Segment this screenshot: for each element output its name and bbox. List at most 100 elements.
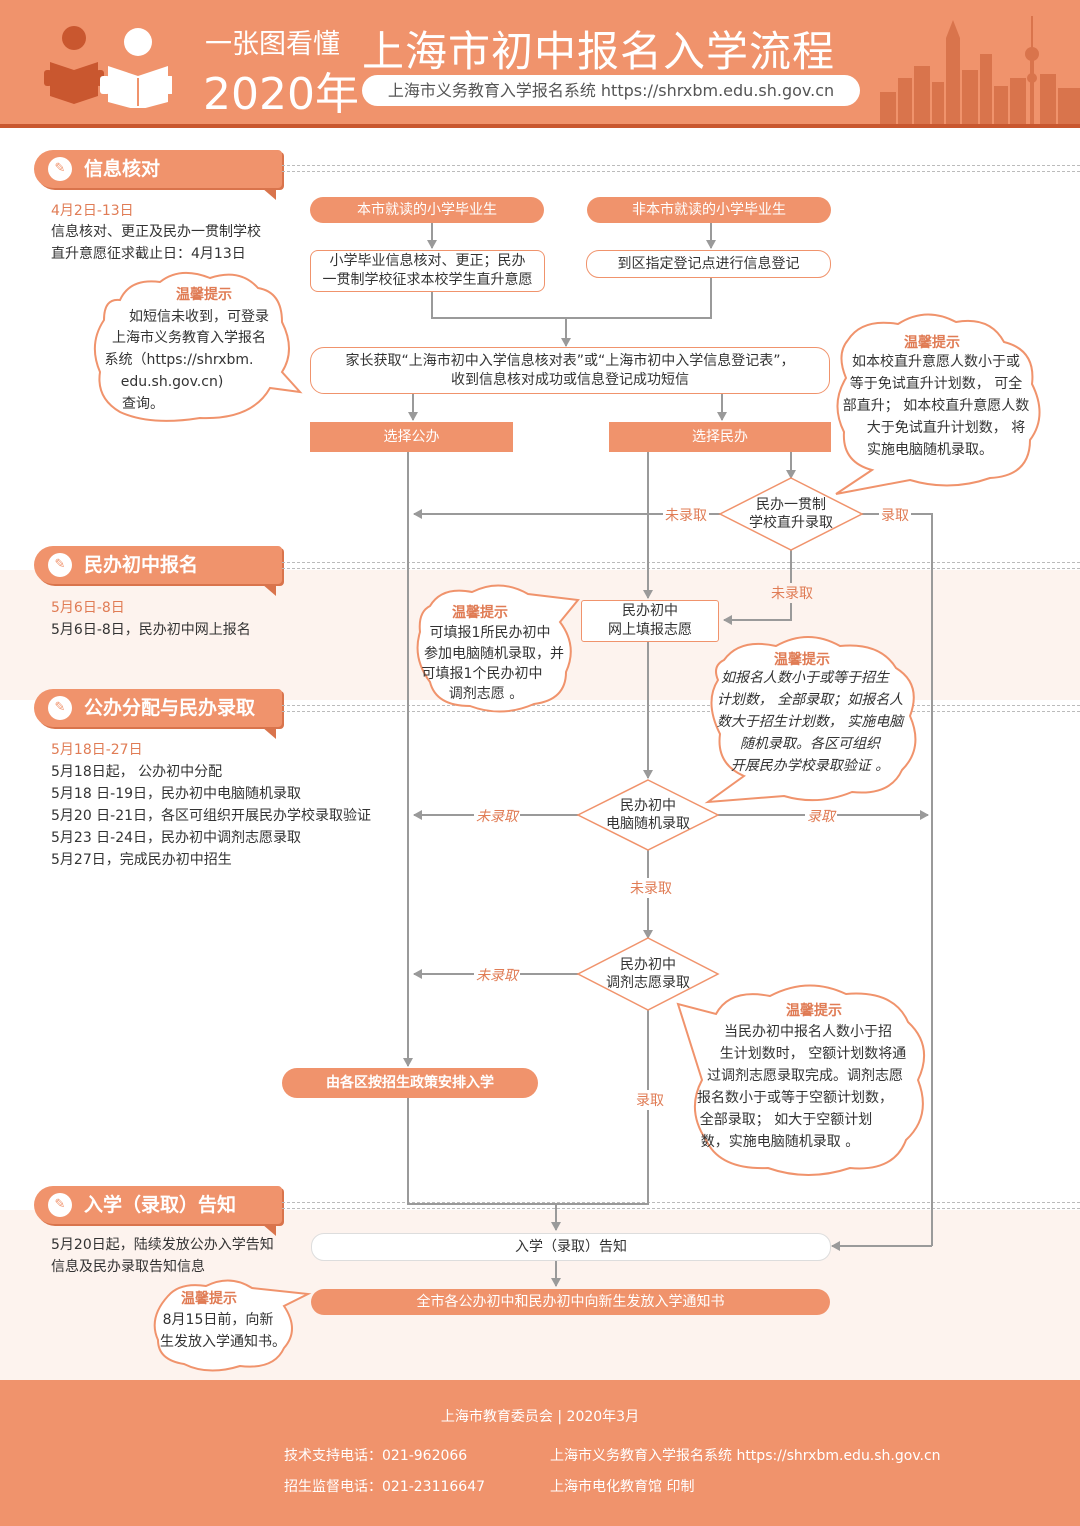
label-admitted: 录取: [634, 1090, 666, 1110]
node-line: 学校直升录取: [749, 515, 833, 531]
tip-lottery-line: 计划数， 全部录取；如报名人: [716, 692, 904, 708]
tip-adjust-line: 报名数小于或等于空额计划数，: [697, 1090, 893, 1106]
tip-bubble-notice: [153, 1279, 312, 1372]
node-line: 一贯制学校征求本校学生直升意愿: [322, 272, 533, 288]
node-line: 民办初中: [620, 957, 676, 973]
tip-adjust-line: 数，实施电脑随机录取 。: [700, 1134, 860, 1150]
tip-bubble-lottery: [704, 636, 917, 804]
tip-fill-line: 调剂志愿 。: [448, 686, 524, 702]
section-line: 5月27日，完成民办初中招生: [51, 852, 232, 868]
node-nonlocal-graduate: 非本市就读的小学毕业生: [587, 197, 831, 223]
tip-lottery-line: 数大于招生计划数， 实施电脑: [716, 714, 904, 730]
tip-sms-line: 上海市义务教育入学报名: [112, 330, 266, 346]
section-line: 5月18 日-19日，民办初中电脑随机录取: [51, 786, 302, 802]
section-line: 5月20 日-21日，各区可组织开展民办学校录取验证: [51, 808, 372, 824]
diamond-adjust: [576, 937, 720, 1011]
node-choose-private: 选择民办: [609, 422, 831, 452]
section-divider: [282, 1202, 1080, 1203]
tip-adjust-line: 全部录取； 如大于空额计划: [699, 1112, 873, 1128]
section-divider: [282, 562, 1080, 563]
section-title: 入学（录取）告知: [84, 1194, 237, 1216]
tip-notice-line: 8月15日前，向新: [162, 1312, 274, 1328]
edit-icon: ✎: [48, 1193, 72, 1217]
footer: 上海市教育委员会 | 2020年3月 技术支持电话：021-962066 招生监…: [0, 1380, 1080, 1526]
header-small-title: 一张图看懂: [205, 29, 340, 60]
section-divider: [282, 171, 1080, 172]
section-notice: ✎ 入学（录取）告知: [34, 1186, 282, 1236]
diamond-lottery-text: 民办初中 电脑随机录取: [578, 797, 718, 833]
section-tail: [262, 1224, 276, 1236]
node-nonlocal-register: 到区指定登记点进行信息登记: [586, 250, 831, 278]
tip-direct-line: 实施电脑随机录取。: [867, 442, 993, 458]
node-line: 家长获取“上海市初中入学信息核对表”或“上海市初中入学信息登记表”，: [345, 352, 795, 369]
header-divider: [0, 124, 1080, 128]
section-line: 信息核对、更正及民办一贯制学校: [51, 224, 261, 240]
footer-system-url: 上海市义务教育入学报名系统 https://shrxbm.edu.sh.gov.…: [550, 1448, 941, 1464]
section-tail: [262, 188, 276, 200]
tip-notice-line: 生发放入学通知书。: [160, 1334, 286, 1350]
edit-icon: ✎: [48, 553, 72, 577]
tip-title: 温馨提示: [904, 335, 960, 351]
section-allocation: ✎ 公办分配与民办录取: [34, 689, 282, 739]
tip-title: 温馨提示: [786, 1003, 842, 1019]
label-not-admitted: 未录取: [628, 878, 674, 898]
section-tail: [262, 727, 276, 739]
node-local-graduate: 本市就读的小学毕业生: [310, 197, 544, 223]
tip-bubble-direct: [835, 313, 1041, 495]
tip-direct-line: 部直升； 如本校直升意愿人数: [842, 398, 1030, 414]
tip-bubble-adjust: [676, 984, 925, 1176]
node-line: 调剂志愿录取: [606, 975, 690, 991]
node-line: 民办一贯制: [756, 497, 826, 513]
node-line: 电脑随机录取: [606, 816, 690, 832]
tip-bubble-sms: [93, 271, 303, 422]
section-line: 5月20日起，陆续发放公办入学告知: [51, 1237, 274, 1253]
edit-icon: ✎: [48, 696, 72, 720]
tip-sms-line: 系统（https://shrxbm.: [104, 352, 254, 368]
diamond-direct: [718, 477, 864, 551]
label-admitted: 录取: [805, 806, 837, 826]
label-not-admitted: 未录取: [769, 583, 815, 603]
tip-lottery-line: 开展民办学校录取验证 。: [730, 758, 890, 774]
tip-fill-line: 可填报1个民办初中: [421, 666, 543, 682]
tip-direct-line: 如本校直升意愿人数小于或: [852, 354, 1020, 370]
section-divider: [282, 711, 1080, 712]
label-not-admitted: 未录取: [474, 806, 520, 826]
tip-title: 温馨提示: [181, 1291, 237, 1307]
conn-direct-down: [723, 550, 792, 625]
node-admission-notice: 入学（录取）告知: [311, 1233, 831, 1261]
footer-org: 上海市教育委员会 | 2020年3月: [440, 1409, 640, 1425]
section-line: 5月23 日-24日，民办初中调剂志愿录取: [51, 830, 302, 846]
section-tail: [262, 584, 276, 596]
node-line: 网上填报志愿: [608, 622, 692, 638]
node-district-arrange: 由各区按招生政策安排入学: [282, 1068, 538, 1098]
header-system-url: 上海市义务教育入学报名系统 https://shrxbm.edu.sh.gov.…: [362, 75, 860, 106]
section-line: 直升意愿征求截止日：4月13日: [51, 246, 246, 262]
section-divider: [282, 165, 1080, 166]
footer-tech-phone: 技术支持电话：021-962066: [284, 1448, 468, 1464]
section-line: 5月18日起， 公办初中分配: [51, 764, 223, 780]
footer-printer: 上海市电化教育馆 印制: [550, 1479, 695, 1495]
section-date: 5月6日-8日: [51, 600, 125, 616]
node-line: 民办初中: [620, 798, 676, 814]
diamond-adjust-text: 民办初中 调剂志愿录取: [578, 956, 718, 992]
node-line: 收到信息核对成功或信息登记成功短信: [451, 371, 689, 388]
section-divider: [282, 705, 1080, 706]
footer-supervise-phone: 招生监督电话：021-23116647: [284, 1479, 486, 1495]
diamond-lottery: [576, 779, 720, 851]
tip-bubble-fill: [416, 584, 580, 713]
label-not-admitted: 未录取: [663, 505, 709, 525]
tip-lottery-line: 随机录取。各区可组织: [740, 736, 880, 752]
section-date: 5月18日-27日: [51, 742, 143, 758]
header-banner: 一张图看懂 2020年 上海市初中报名入学流程 上海市义务教育入学报名系统 ht…: [0, 0, 1080, 124]
tip-title: 温馨提示: [774, 652, 830, 668]
section-line: 5月6日-8日，民办初中网上报名: [51, 622, 251, 638]
section-info-check: ✎ 信息核对: [34, 150, 282, 200]
tip-sms-line: edu.sh.gov.cn): [120, 374, 224, 390]
node-local-check: 小学毕业信息核对、更正；民办 一贯制学校征求本校学生直升意愿: [310, 250, 545, 292]
page-title: 上海市初中报名入学流程: [362, 27, 836, 76]
section-date: 4月2日-13日: [51, 203, 134, 219]
tip-direct-line: 等于免试直升计划数， 可全: [849, 376, 1023, 392]
tip-adjust-line: 生计划数时， 空额计划数将通: [719, 1046, 907, 1062]
tip-sms-line: 如短信未收到，可登录: [129, 309, 269, 325]
tip-adjust-line: 过调剂志愿录取完成。调剂志愿: [707, 1068, 903, 1084]
